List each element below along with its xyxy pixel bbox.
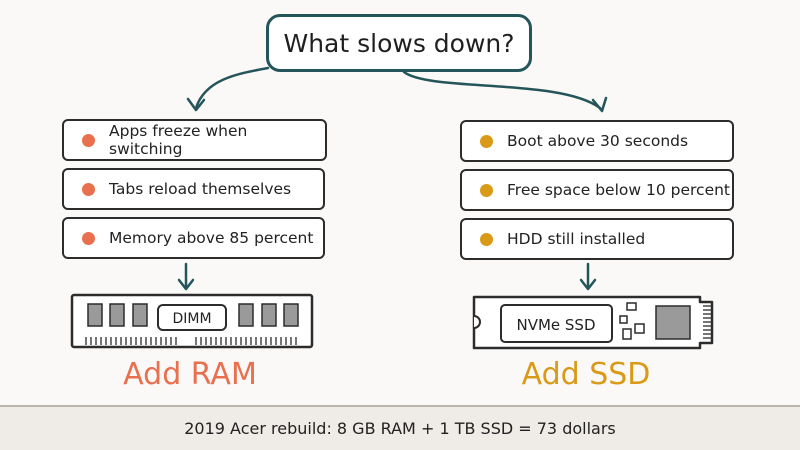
symptom-label: HDD still installed [507, 230, 646, 248]
question-box: What slows down? [266, 14, 532, 72]
branch-arrowhead-right [591, 96, 608, 113]
yellow-dot-icon [480, 134, 493, 148]
right-symptom-2: Free space below 10 percent [460, 169, 734, 211]
orange-dot-icon [82, 133, 95, 147]
yellow-dot-icon [480, 232, 493, 246]
symptom-label: Memory above 85 percent [109, 229, 314, 247]
ssd-label: NVMe SSD [516, 316, 595, 334]
right-symptom-1: Boot above 30 seconds [460, 120, 734, 162]
left-symptom-1: Apps freeze when switching [62, 119, 327, 161]
add-ssd-label: Add SSD [521, 357, 651, 392]
orange-dot-icon [82, 231, 95, 245]
branch-arrow-right [402, 70, 602, 110]
orange-dot-icon [82, 182, 95, 196]
symptom-label: Free space below 10 percent [507, 181, 731, 199]
branch-arrowhead-left [186, 97, 206, 112]
right-symptom-3: HDD still installed [460, 218, 734, 260]
ram-label: DIMM [172, 311, 211, 327]
down-arrowhead-left [177, 278, 195, 291]
symptom-label: Apps freeze when switching [109, 122, 248, 158]
branch-arrow-left [194, 66, 270, 110]
question-title: What slows down? [283, 28, 515, 58]
left-symptom-3: Memory above 85 percent [62, 217, 325, 259]
footer-text: 2019 Acer rebuild: 8 GB RAM + 1 TB SSD =… [184, 419, 616, 438]
down-arrowhead-right [579, 278, 597, 291]
left-symptom-2: Tabs reload themselves [62, 168, 325, 210]
symptom-label: Boot above 30 seconds [507, 132, 689, 150]
yellow-dot-icon [480, 183, 493, 197]
symptom-label: Tabs reload themselves [109, 180, 292, 198]
footer-bar: 2019 Acer rebuild: 8 GB RAM + 1 TB SSD =… [0, 405, 800, 450]
add-ram-label: Add RAM [123, 357, 257, 392]
